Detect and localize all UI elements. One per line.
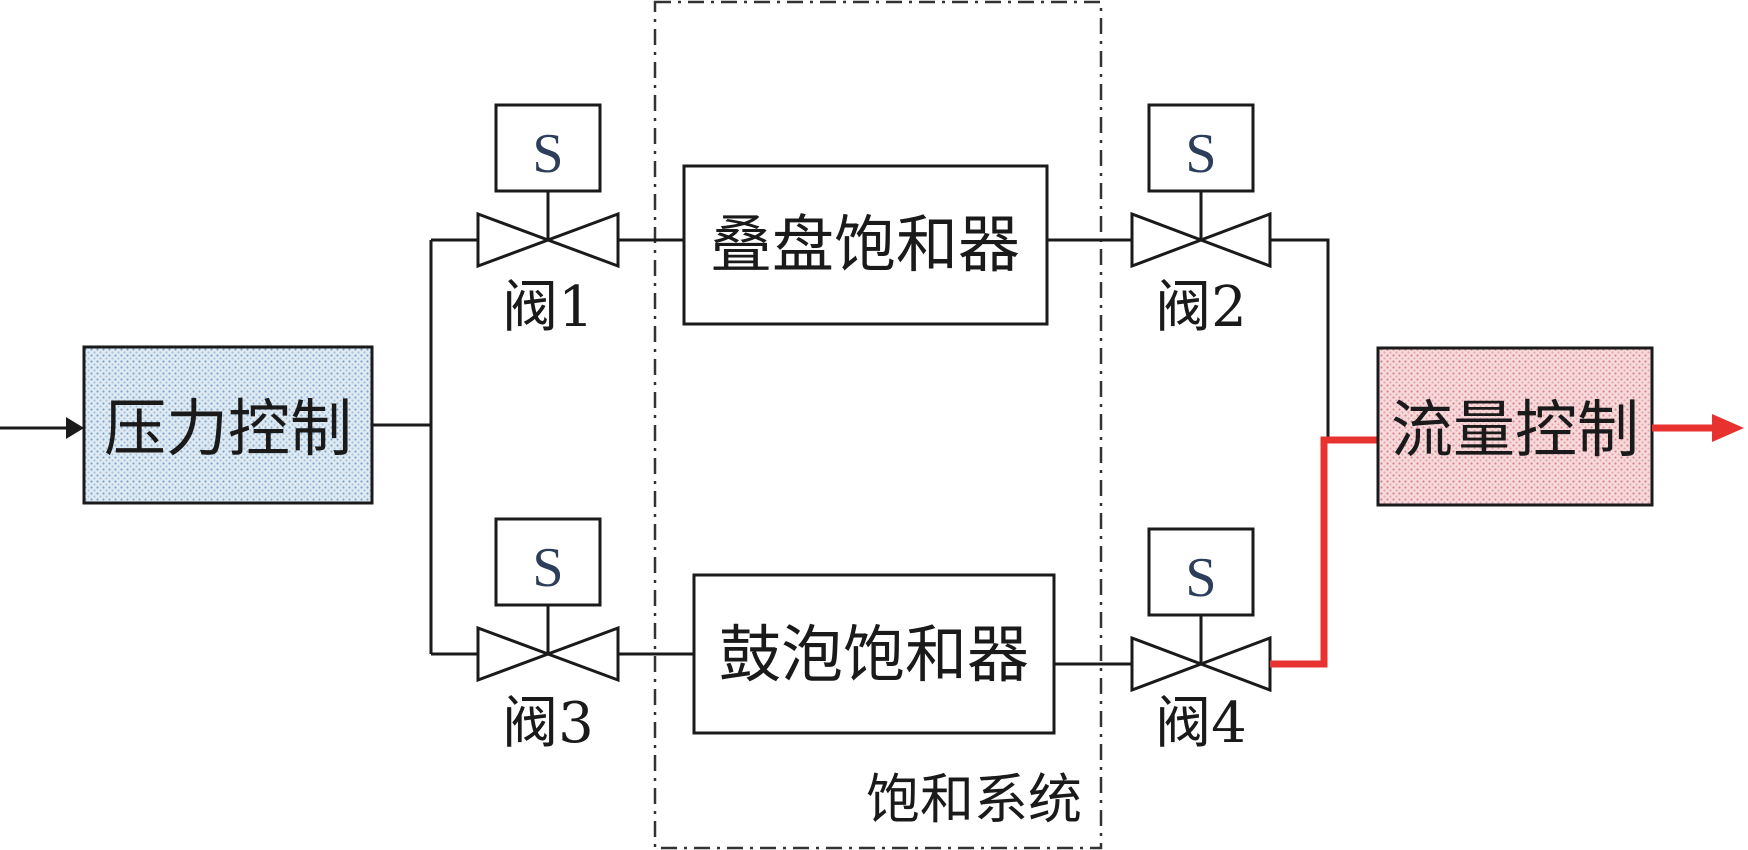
bubble-saturator-block (692, 573, 1056, 735)
valve-4-body (1130, 635, 1206, 693)
saturation-system-boundary (653, 0, 1103, 850)
valve-1-body (476, 211, 553, 269)
valve-2-body-right (1196, 211, 1272, 269)
valve-2-label: 阀2 (1155, 275, 1247, 340)
valve-1-label: 阀1 (502, 275, 594, 340)
tray-saturator-label: 叠盘饱和器 (710, 208, 1020, 281)
solenoid-2-label: S (1185, 123, 1216, 185)
flow-control-block (1376, 346, 1654, 507)
valve-1: S 阀1 (476, 103, 620, 340)
valve-3-label: 阀3 (502, 691, 594, 756)
valve-3: S 阀3 (476, 517, 620, 756)
solenoid-3-label: S (532, 537, 563, 599)
output-arrow-head (1712, 414, 1744, 442)
valve-2: S 阀2 (1130, 103, 1272, 340)
solenoid-4 (1147, 527, 1255, 617)
solenoid-1-label: S (532, 123, 563, 185)
valve-3-body-right (543, 625, 620, 683)
flow-control-label: 流量控制 (1391, 393, 1639, 466)
tray-saturator-block (682, 164, 1049, 326)
valve-3-body (476, 625, 553, 683)
saturation-system-label: 饱和系统 (866, 768, 1082, 831)
valve-4: S 阀4 (1130, 527, 1272, 756)
solenoid-4-label: S (1185, 547, 1216, 609)
valve-4-label: 阀4 (1155, 691, 1247, 756)
pipe-valve2-out (1270, 238, 1330, 440)
active-flow-path (1270, 436, 1378, 668)
valve-2-body (1130, 211, 1206, 269)
pressure-control-label: 压力控制 (104, 392, 352, 465)
valve-1-body-right (543, 211, 620, 269)
input-arrow-head (66, 417, 84, 439)
bubble-saturator-label: 鼓泡饱和器 (719, 618, 1029, 691)
solenoid-1 (494, 103, 602, 193)
solenoid-3 (494, 517, 602, 607)
valve-4-body-right (1196, 635, 1272, 693)
